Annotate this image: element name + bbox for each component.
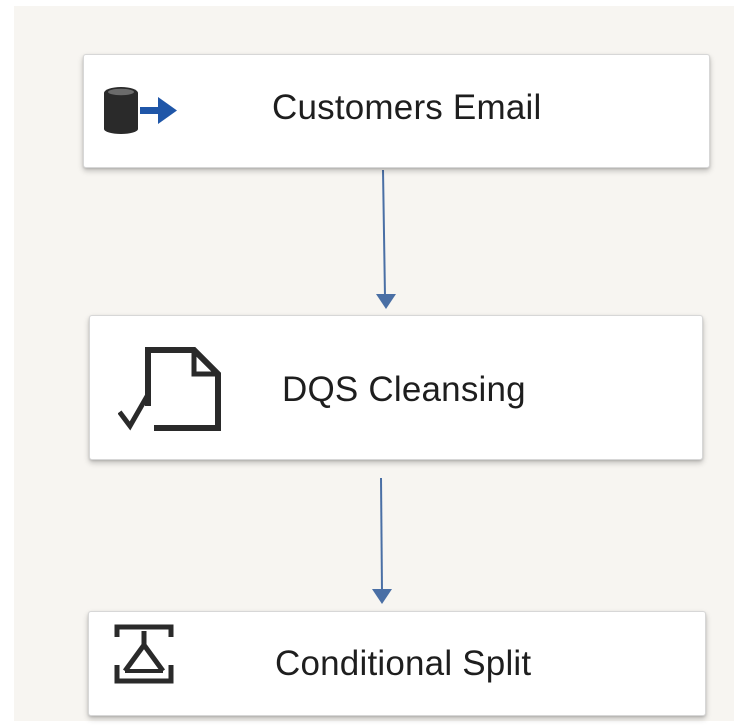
connector-source-to-dqs[interactable]: [382, 169, 386, 298]
node-label-customers-email: Customers Email: [272, 88, 542, 127]
connector-arrowhead-dqs: [376, 294, 396, 309]
data-flow-connectors: [372, 169, 396, 604]
ole-db-source-icon: [104, 87, 177, 134]
node-label-dqs-cleansing: DQS Cleansing: [282, 370, 526, 409]
conditional-split-icon: [114, 624, 174, 684]
connector-dqs-to-split[interactable]: [380, 477, 383, 593]
conditional-split-node[interactable]: Conditional Split: [88, 611, 706, 716]
customers-email-node[interactable]: Customers Email: [83, 54, 710, 168]
dqs-cleansing-node[interactable]: DQS Cleansing: [89, 315, 703, 460]
dqs-cleansing-icon: [118, 347, 221, 432]
connector-arrowhead-split: [372, 589, 392, 604]
node-label-conditional-split: Conditional Split: [275, 644, 532, 683]
data-flow-canvas[interactable]: Customers Email DQS Cleansing Conditiona…: [14, 6, 734, 721]
